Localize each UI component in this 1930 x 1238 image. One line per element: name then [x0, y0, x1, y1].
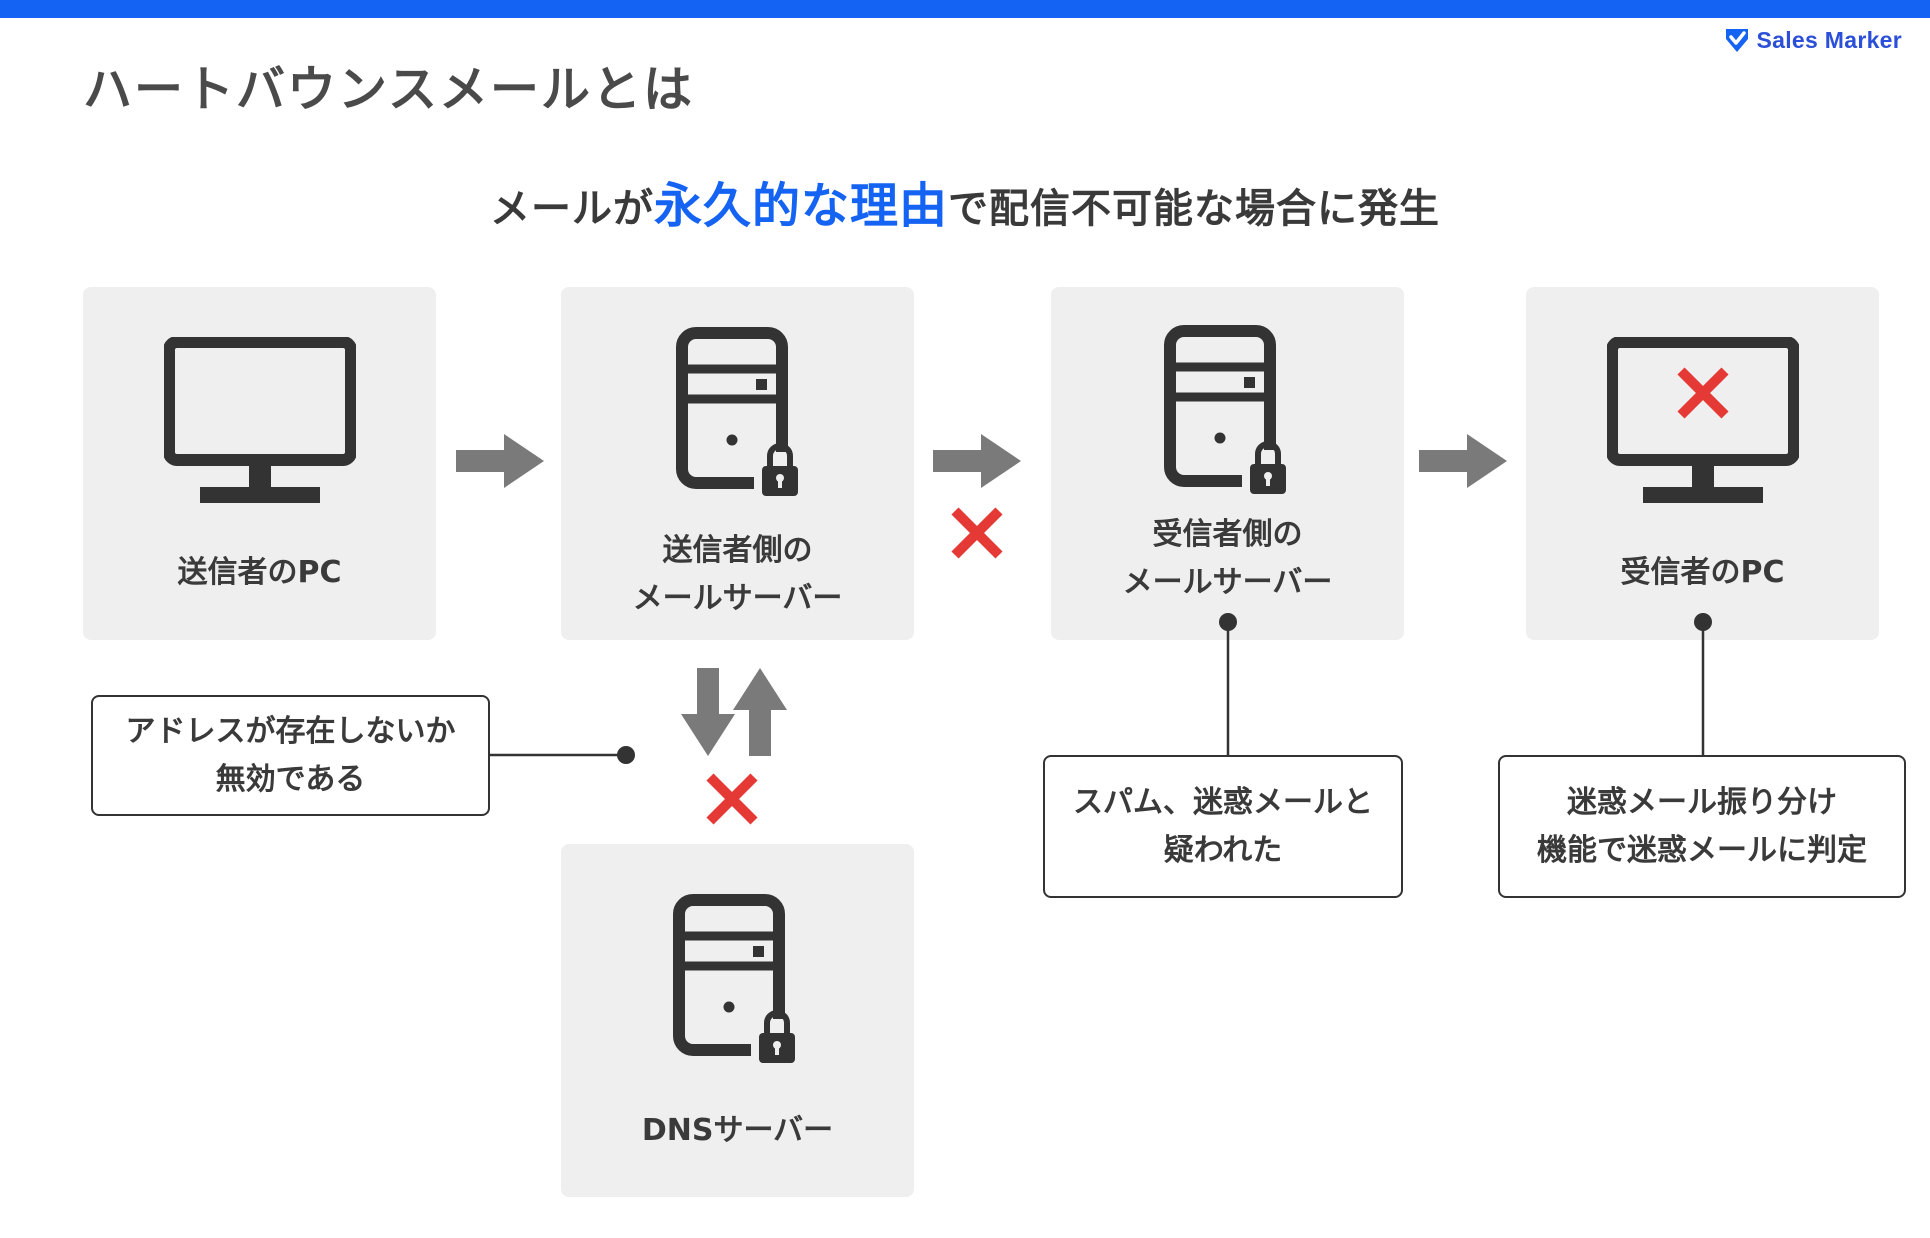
filter-note: 迷惑メール振り分け 機能で迷惑メールに判定 — [1498, 755, 1906, 898]
fail-x-icon — [1677, 367, 1729, 419]
logo-mark-icon — [1726, 29, 1749, 52]
filter-note-line1: 迷惑メール振り分け — [1567, 784, 1837, 820]
subtitle: メールが永久的な理由で配信不可能な場合に発生 — [0, 166, 1930, 236]
logo-text: Sales Marker — [1756, 26, 1902, 53]
sender-server-label-line2: メールサーバー — [632, 581, 843, 616]
subtitle-pre: メールが — [489, 186, 654, 232]
receiver-server-label-line2: メールサーバー — [1122, 565, 1333, 600]
down-arrow-icon — [681, 668, 735, 756]
filter-note-connector — [1694, 613, 1712, 756]
locked-server-icon — [673, 894, 803, 1066]
receiver-server-card: 受信者側の メールサーバー — [1051, 287, 1404, 640]
subtitle-highlight: 永久的な理由 — [653, 178, 948, 234]
address-note: アドレスが存在しないか 無効である — [91, 695, 490, 816]
address-note-connector — [488, 746, 635, 764]
right-arrow-icon — [456, 434, 544, 488]
page-title: ハートバウンスメールとは — [83, 61, 695, 118]
sender-server-label-line1: 送信者側の — [662, 533, 813, 568]
right-arrow-icon — [933, 434, 1021, 488]
right-arrow-icon — [1419, 434, 1507, 488]
receiver-server-label: 受信者側の メールサーバー — [1051, 511, 1404, 607]
address-note-line2: 無効である — [215, 761, 366, 797]
sender-pc-label: 送信者のPC — [177, 555, 342, 590]
sender-pc-card: 送信者のPC — [83, 287, 436, 640]
subtitle-post: で配信不可能な場合に発生 — [948, 186, 1440, 232]
monitor-icon — [1607, 337, 1799, 503]
spam-note-line2: 疑われた — [1163, 832, 1283, 868]
up-arrow-icon — [733, 668, 787, 756]
receiver-server-label-line1: 受信者側の — [1152, 517, 1303, 552]
locked-server-icon — [676, 327, 806, 499]
top-accent-bar — [0, 0, 1930, 18]
address-note-line1: アドレスが存在しないか — [125, 713, 456, 749]
fail-x-icon — [706, 773, 758, 825]
brand-logo: Sales Marker — [1724, 26, 1902, 54]
sender-server-card: 送信者側の メールサーバー — [561, 287, 914, 640]
filter-note-line2: 機能で迷惑メールに判定 — [1537, 832, 1867, 868]
dns-server-card: DNSサーバー — [561, 844, 914, 1197]
receiver-pc-card: 受信者のPC — [1526, 287, 1879, 640]
spam-note-line1: スパム、迷惑メールと — [1073, 784, 1373, 820]
locked-server-icon — [1164, 325, 1294, 497]
fail-x-icon — [951, 507, 1003, 559]
dns-server-label: DNSサーバー — [641, 1113, 834, 1148]
monitor-icon — [164, 337, 356, 503]
sender-server-label: 送信者側の メールサーバー — [561, 527, 914, 623]
spam-note-connector — [1219, 613, 1237, 756]
spam-note: スパム、迷惑メールと 疑われた — [1043, 755, 1403, 898]
receiver-pc-label: 受信者のPC — [1620, 555, 1785, 590]
